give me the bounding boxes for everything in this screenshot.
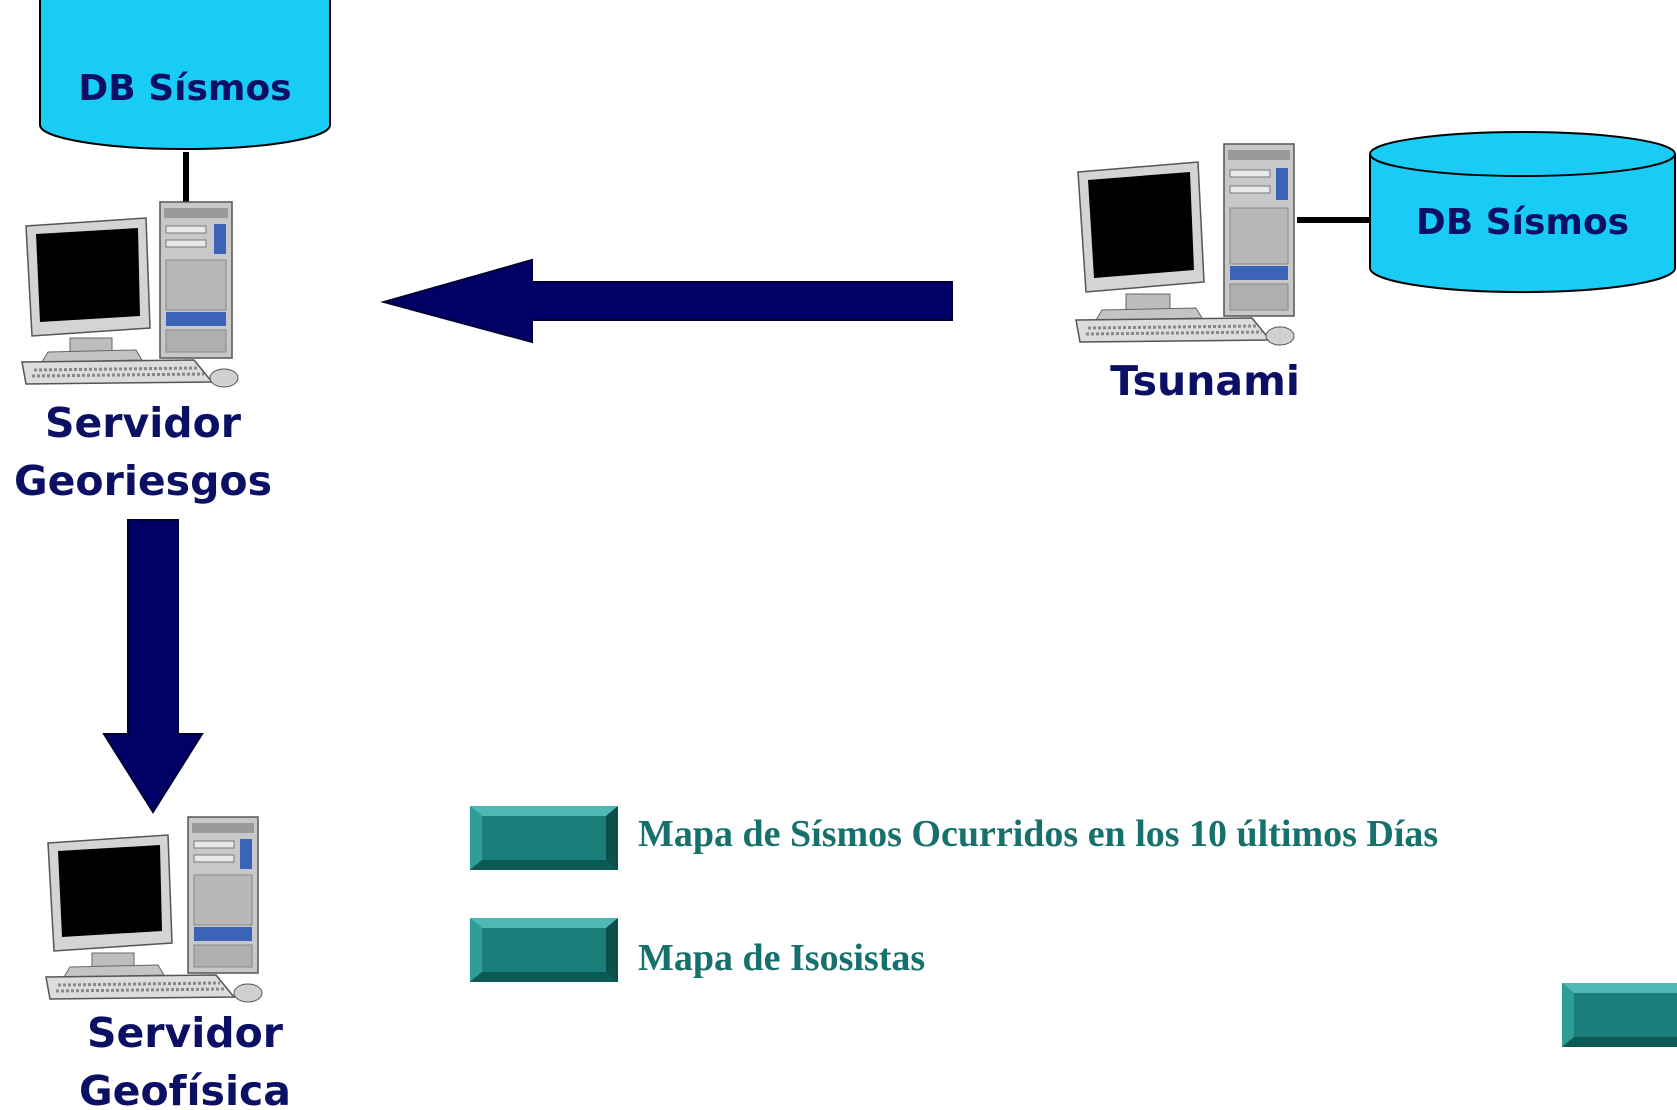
desktop-computer-icon xyxy=(45,816,263,1003)
map-isosistas-button[interactable] xyxy=(470,918,620,984)
database-right: DB Sísmos xyxy=(1368,130,1677,300)
server-tsunami-label: Tsunami xyxy=(1060,352,1350,410)
map-sismos-button[interactable] xyxy=(470,806,620,872)
desktop-computer-icon xyxy=(21,201,239,388)
map-sismos-link[interactable]: Mapa de Sísmos Ocurridos en los 10 últim… xyxy=(638,813,1439,855)
map-isosistas-link[interactable]: Mapa de Isosistas xyxy=(638,937,926,979)
server-tsunami-line1: Tsunami xyxy=(1110,357,1300,405)
server-georiesgos-line1: Servidor xyxy=(44,399,242,447)
database-cylinder-icon xyxy=(1369,131,1676,294)
server-georiesgos-line2: Georiesgos xyxy=(13,457,273,505)
database-left-label: DB Sísmos xyxy=(78,68,292,109)
database-cylinder-icon xyxy=(39,0,331,150)
database-left: DB Sísmos xyxy=(38,0,332,152)
server-geofisica-label: Servidor Geofísica xyxy=(40,1004,330,1110)
database-right-label: DB Sísmos xyxy=(1415,202,1630,243)
flow-arrow-icon xyxy=(380,258,953,344)
server-geofisica-line1: Servidor xyxy=(86,1009,284,1057)
server-georiesgos-label: Servidor Georiesgos xyxy=(0,394,286,510)
map-extra-button[interactable] xyxy=(1562,983,1677,1049)
desktop-computer-icon xyxy=(1075,143,1295,346)
flow-arrow-icon xyxy=(102,519,204,814)
server-geofisica-line2: Geofísica xyxy=(79,1067,291,1110)
